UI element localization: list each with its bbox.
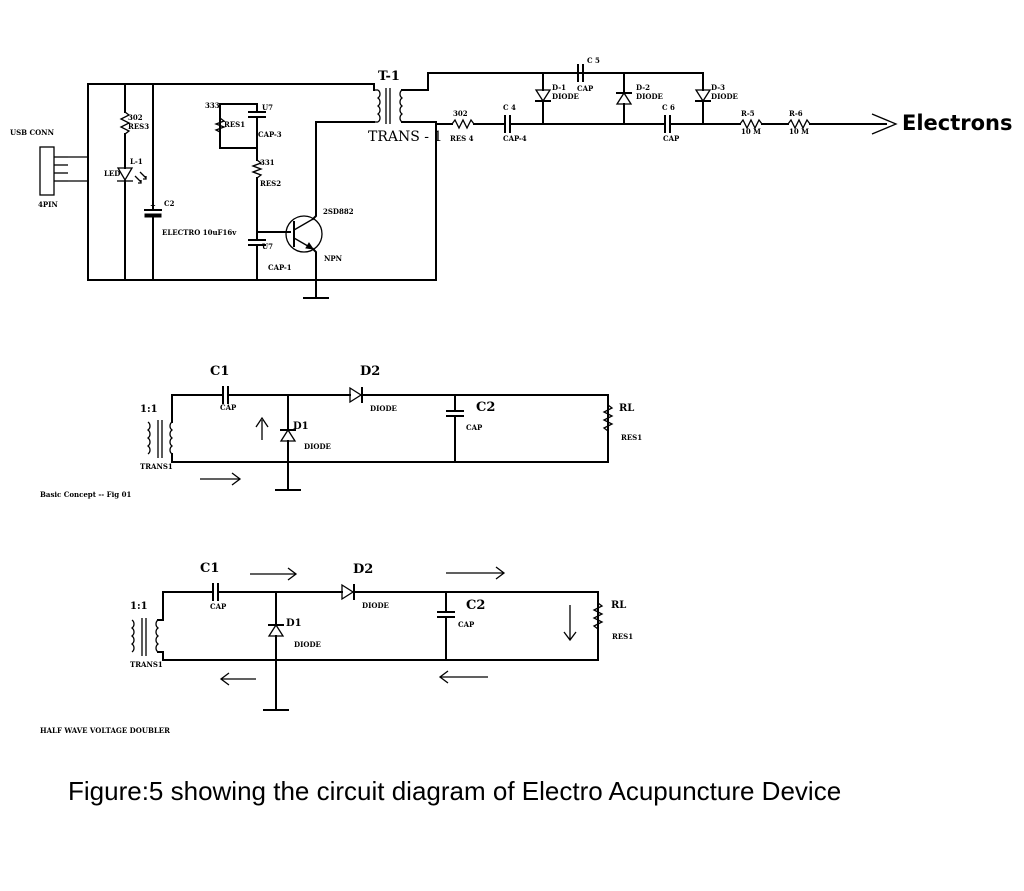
transistor-type: NPN <box>324 254 343 263</box>
output-multiplier: 302 RES 4 C 4 CAP-4 C 5 CAP D-1 DIODE D-… <box>435 56 1013 143</box>
wire-supply-top <box>87 83 375 174</box>
usb-pins-label: 4PIN <box>38 200 58 209</box>
ratio-label: 1:1 <box>130 601 148 612</box>
d2-label: D2 <box>353 562 373 577</box>
half-wave-doubler-circuit: C1 CAP D2 DIODE D1 DIODE C2 CAP RL RES1 … <box>40 561 633 735</box>
d2-label: D2 <box>360 364 380 379</box>
svg-text:+: + <box>150 201 156 210</box>
transistor-part: 2SD882 <box>323 207 354 216</box>
d2-type: DIODE <box>636 92 663 101</box>
cap3-value: U7 <box>262 103 273 112</box>
main-circuit: USB CONN 4PIN 302 RES3 L-1 LED <box>10 56 1013 299</box>
led-label: LED <box>104 169 120 178</box>
c2-label: C2 <box>466 598 485 613</box>
res3-value: 302 <box>128 113 143 122</box>
c2-type: CAP <box>458 620 475 629</box>
d2-name: D-2 <box>636 83 650 92</box>
res4-label: RES 4 <box>450 134 474 143</box>
r5-name: R-5 <box>741 109 755 118</box>
d3-name: D-3 <box>711 83 725 92</box>
led-name: L-1 <box>130 157 143 166</box>
doubler-caption: HALF WAVE VOLTAGE DOUBLER <box>40 726 170 735</box>
c6-label: C 6 <box>662 103 675 112</box>
d2-type: DIODE <box>362 601 389 610</box>
c2-label: C2 <box>476 400 495 415</box>
c1-label: C1 <box>210 364 229 379</box>
rl-label: RL <box>611 600 626 611</box>
d1-name: D-1 <box>552 83 566 92</box>
basic-concept-caption: Basic Concept -- Fig 01 <box>40 490 131 499</box>
res3-led-branch: 302 RES3 L-1 LED <box>104 83 149 281</box>
res2-label: RES2 <box>260 179 281 188</box>
figure-caption: Figure:5 showing the circuit diagram of … <box>68 776 841 806</box>
d1-label: D1 <box>293 421 309 432</box>
d3-type: DIODE <box>711 92 738 101</box>
d1-type: DIODE <box>294 640 321 649</box>
res1-cap3-network: 333 RES1 U7 CAP-3 <box>205 101 282 161</box>
transformer-t1: T-1 TRANS - 1 <box>368 69 704 145</box>
wire-ground-bottom <box>87 123 437 281</box>
trans-label: TRANS1 <box>140 462 173 471</box>
r6-value: 10 M <box>789 127 809 136</box>
usb-connector: USB CONN 4PIN <box>10 128 68 209</box>
rl-type: RES1 <box>612 632 633 641</box>
res2-cap1-network: 331 RES2 U7 CAP-1 <box>248 158 292 281</box>
transformer-label: TRANS - 1 <box>368 129 442 145</box>
basic-concept-circuit: C1 CAP D2 DIODE D1 DIODE C2 CAP RL RES1 … <box>40 364 642 499</box>
res1-value: 333 <box>205 101 220 110</box>
rl-label: RL <box>619 403 634 414</box>
d1-type: DIODE <box>552 92 579 101</box>
c4-label: C 4 <box>503 103 516 112</box>
r6-name: R-6 <box>789 109 803 118</box>
c1-label: C1 <box>200 561 219 576</box>
c5-label: C 5 <box>587 56 600 65</box>
c2-capacitor: + C2 ELECTRO 10uF16v <box>144 83 237 281</box>
d1-type: DIODE <box>304 442 331 451</box>
r5-value: 10 M <box>741 127 761 136</box>
cap3-label: CAP-3 <box>258 130 282 139</box>
d2-type: DIODE <box>370 404 397 413</box>
trans-label: TRANS1 <box>130 660 163 669</box>
c5-type: CAP <box>577 84 594 93</box>
c1-type: CAP <box>210 602 227 611</box>
res2-value: 331 <box>260 158 275 167</box>
c2-type: CAP <box>466 423 483 432</box>
output-label: Electrons <box>902 111 1013 135</box>
c6-type: CAP <box>663 134 680 143</box>
res4-value: 302 <box>453 109 468 118</box>
c2-label: C2 <box>164 199 175 208</box>
c2-spec: ELECTRO 10uF16v <box>162 228 237 237</box>
rl-type: RES1 <box>621 433 642 442</box>
ratio-label: 1:1 <box>140 404 158 415</box>
c1-type: CAP <box>220 403 237 412</box>
res3-label: RES3 <box>128 122 149 131</box>
usb-conn-label: USB CONN <box>10 128 55 137</box>
cap4-label: CAP-4 <box>503 134 527 143</box>
cap1-value: U7 <box>262 242 273 251</box>
res1-label: RES1 <box>224 120 245 129</box>
d1-label: D1 <box>286 618 302 629</box>
transformer-name: T-1 <box>378 69 400 84</box>
cap1-label: CAP-1 <box>268 263 292 272</box>
npn-transistor: 2SD882 NPN <box>285 121 375 299</box>
